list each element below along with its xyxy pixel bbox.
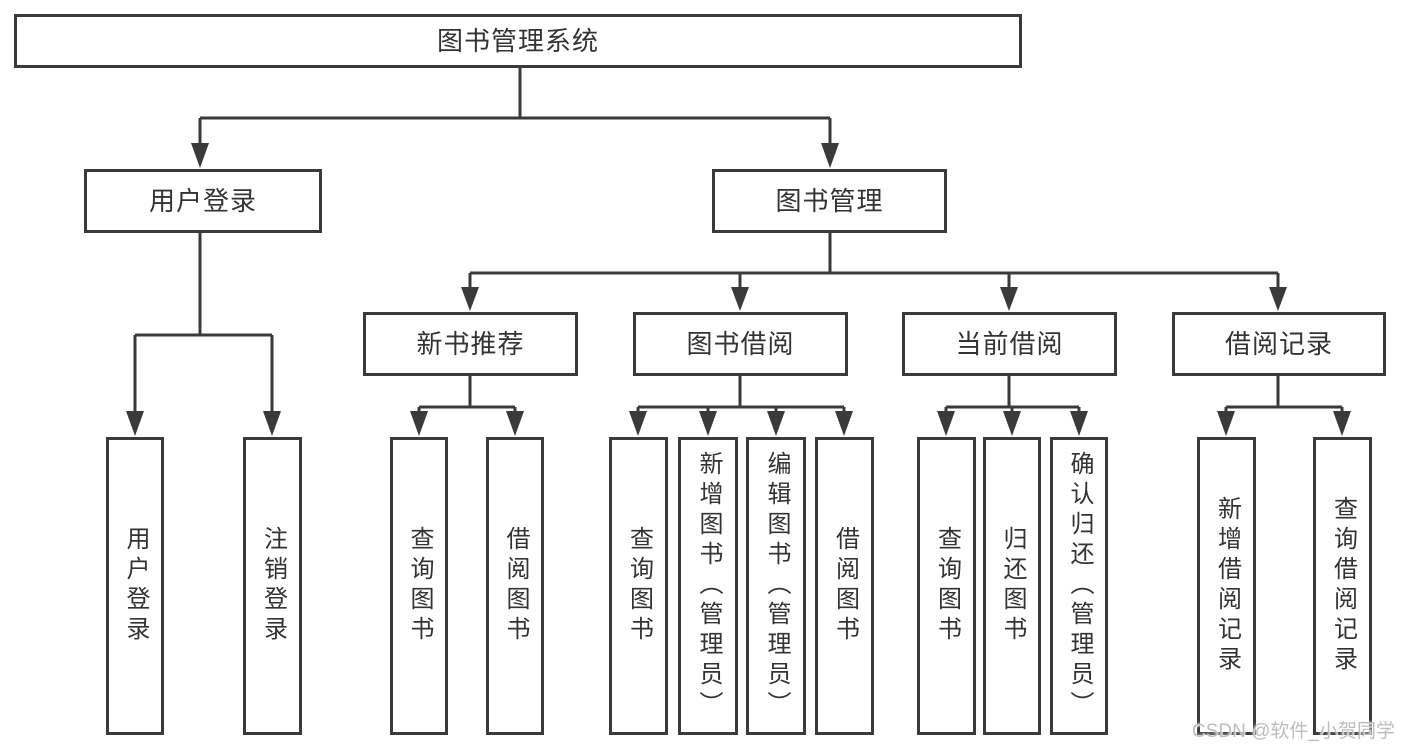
leaf-cb-confirm-return-admin: 确认归还（管理员）	[1050, 437, 1108, 735]
node-borrowing-records: 借阅记录	[1172, 312, 1386, 376]
leaf-bb-add-books-admin-label: 新增图书（管理员）	[695, 451, 722, 721]
leaf-br-query-record-label: 查询借阅记录	[1329, 496, 1357, 676]
node-library-management-system-label: 图书管理系统	[436, 26, 599, 56]
leaf-rec-borrow-books-label: 借阅图书	[502, 526, 529, 646]
node-library-management-system: 图书管理系统	[14, 14, 1022, 68]
node-book-management-label: 图书管理	[775, 186, 884, 216]
node-user-login: 用户登录	[84, 169, 322, 233]
leaf-bb-borrow-books: 借阅图书	[815, 437, 874, 735]
leaf-br-add-record: 新增借阅记录	[1197, 437, 1256, 735]
leaf-rec-query-books: 查询图书	[390, 437, 448, 735]
leaf-br-add-record-label: 新增借阅记录	[1213, 496, 1241, 676]
leaf-bb-borrow-books-label: 借阅图书	[831, 526, 859, 646]
node-new-book-recommendation: 新书推荐	[363, 312, 578, 376]
leaf-cb-confirm-return-admin-label: 确认归还（管理员）	[1066, 451, 1093, 721]
node-borrowing-records-label: 借阅记录	[1224, 329, 1333, 359]
leaf-rec-borrow-books: 借阅图书	[486, 437, 544, 735]
leaf-rec-query-books-label: 查询图书	[406, 526, 433, 646]
leaf-cb-query-books-label: 查询图书	[933, 526, 961, 646]
leaf-bb-query-books: 查询图书	[609, 437, 668, 735]
node-current-borrowing-label: 当前借阅	[955, 329, 1064, 359]
leaf-bb-edit-books-admin: 编辑图书（管理员）	[746, 437, 806, 735]
node-book-management: 图书管理	[712, 169, 947, 233]
node-new-book-recommendation-label: 新书推荐	[416, 329, 525, 359]
node-book-borrowing: 图书借阅	[633, 312, 848, 376]
leaf-bb-query-books-label: 查询图书	[625, 526, 653, 646]
leaf-user-login: 用户登录	[106, 437, 164, 735]
leaf-cb-return-books-label: 归还图书	[999, 526, 1026, 646]
leaf-logout: 注销登录	[243, 437, 302, 735]
leaf-cb-query-books: 查询图书	[917, 437, 976, 735]
leaf-bb-edit-books-admin-label: 编辑图书（管理员）	[763, 451, 790, 721]
leaf-user-login-label: 用户登录	[122, 526, 149, 646]
leaf-logout-label: 注销登录	[259, 526, 287, 646]
node-current-borrowing: 当前借阅	[902, 312, 1117, 376]
node-user-login-label: 用户登录	[148, 186, 257, 216]
node-book-borrowing-label: 图书借阅	[686, 329, 795, 359]
leaf-br-query-record: 查询借阅记录	[1313, 437, 1372, 735]
csdn-watermark: CSDN @软件_小贺同学	[1192, 721, 1395, 742]
leaf-cb-return-books: 归还图书	[983, 437, 1041, 735]
leaf-bb-add-books-admin: 新增图书（管理员）	[678, 437, 738, 735]
